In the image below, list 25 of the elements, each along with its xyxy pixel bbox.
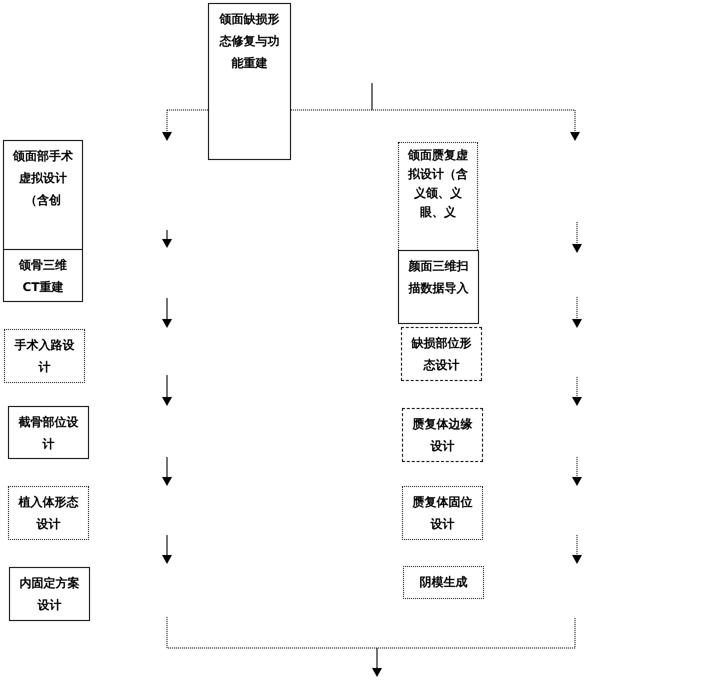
- box-label: 颌面赝复虚拟设计（含义颌、义眼、义: [407, 147, 469, 221]
- process-box: [8, 406, 89, 459]
- process-box: [4, 329, 85, 383]
- process-box: [3, 140, 83, 252]
- box-label: 颌面部手术虚拟设计（含创: [12, 148, 74, 209]
- process-box: [208, 3, 291, 160]
- process-box: [401, 327, 482, 381]
- process-box: [3, 249, 83, 302]
- box-label: 手术入路设计: [14, 337, 76, 376]
- process-box: [402, 408, 483, 462]
- process-box: [403, 566, 484, 599]
- box-label: 赝复体边缘设计: [412, 416, 474, 455]
- box-label: 阴模生成: [418, 574, 468, 591]
- box-label: 赝复体固位设计: [412, 494, 474, 533]
- process-box: [8, 486, 89, 540]
- process-box: [398, 250, 479, 324]
- box-label: 内固定方案设计: [18, 575, 80, 614]
- box-label: 截骨部位设计: [18, 414, 80, 453]
- process-box: [9, 567, 90, 621]
- box-label: 颜面三维扫描数据导入: [407, 258, 470, 297]
- process-box: [402, 486, 483, 540]
- box-label: 植入体形态设计: [17, 494, 80, 533]
- box-label: 颌骨三维CT重建: [18, 257, 68, 296]
- box-label: 颌面缺损形态修复与功能重建: [218, 11, 280, 72]
- box-label: 缺损部位形态设计: [410, 335, 472, 374]
